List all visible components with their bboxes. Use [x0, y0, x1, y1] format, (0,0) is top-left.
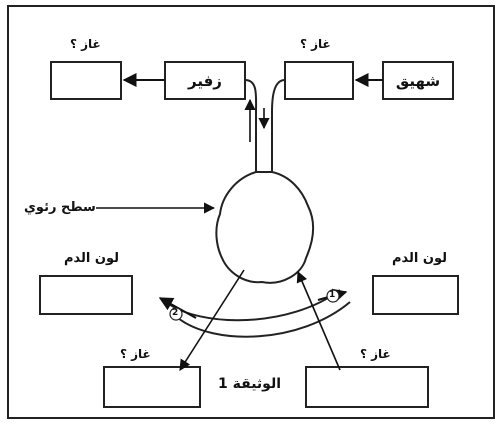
vessel-marker-left-circle [169, 307, 183, 321]
arrow-bottom-right-to-sac [296, 270, 341, 371]
alveolar-surface-label: سطح رئوي [24, 200, 96, 215]
vessel-marker-right: 1 [329, 290, 336, 300]
blood-color-right-label: لون الدم [392, 251, 448, 266]
vessel-marker-left: 2 [172, 308, 179, 318]
inhale-label: شهيق [395, 72, 441, 90]
blood-color-right-box [372, 275, 459, 315]
diagram-border [7, 5, 495, 419]
exhale-box [164, 61, 246, 100]
airway-tube [244, 79, 286, 176]
document-label: الوثيقة 1 [218, 376, 281, 392]
blood-color-left-box [39, 275, 133, 315]
blood-color-left-label: لون الدم [64, 251, 120, 266]
exhale-gas-box [50, 61, 122, 100]
gas-bottom-left-box [103, 366, 201, 408]
alveolus-sac [215, 171, 314, 284]
vessel-marker-right-circle [326, 289, 340, 303]
exhale-label: زفير [188, 72, 222, 90]
gas-bottom-right-label: غاز ؟ [360, 347, 391, 361]
gas-top-left-label: غاز ؟ [70, 37, 101, 51]
gas-top-right-label: غاز ؟ [300, 37, 331, 51]
inhale-gas-box [284, 61, 354, 100]
gas-bottom-right-box [305, 366, 429, 408]
arrow-sac-to-bottom-left [179, 269, 245, 371]
gas-bottom-left-label: غاز ؟ [120, 347, 151, 361]
